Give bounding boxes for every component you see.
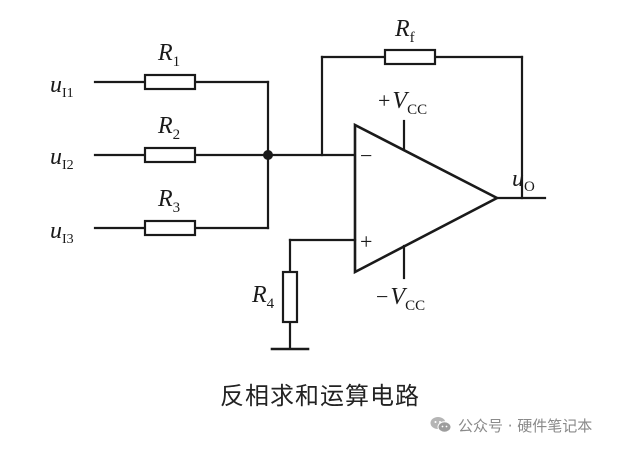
label-uo: uO xyxy=(512,166,535,195)
input-wires xyxy=(93,80,357,230)
resistor-r1 xyxy=(143,73,197,91)
resistor-r4 xyxy=(281,270,299,324)
label-vcc-positive: +VCC xyxy=(378,88,427,118)
inverting-input-sign: − xyxy=(360,143,372,168)
label-r4: R4 xyxy=(251,282,275,312)
noninverting-input-sign: + xyxy=(360,229,372,254)
label-r2: R2 xyxy=(157,113,180,143)
label-ui1: uI1 xyxy=(50,72,74,101)
diagram-caption: 反相求和运算电路 xyxy=(220,382,420,410)
resistor-r2 xyxy=(143,146,197,164)
opamp-triangle xyxy=(353,122,500,275)
wechat-icon xyxy=(430,417,452,433)
label-r3: R3 xyxy=(157,186,180,216)
watermark: 公众号 · 硬件笔记本 xyxy=(430,413,592,437)
label-ui3: uI3 xyxy=(50,218,74,247)
label-vcc-negative: −VCC xyxy=(376,284,425,314)
label-ui2: uI2 xyxy=(50,144,74,173)
watermark-text: 公众号 · 硬件笔记本 xyxy=(458,416,593,435)
resistor-rf xyxy=(383,48,437,66)
noninverting-path xyxy=(288,238,357,350)
resistor-r3 xyxy=(143,219,197,237)
label-rf: Rf xyxy=(394,16,415,46)
label-r1: R1 xyxy=(157,40,180,70)
summing-junction-node xyxy=(263,150,273,160)
